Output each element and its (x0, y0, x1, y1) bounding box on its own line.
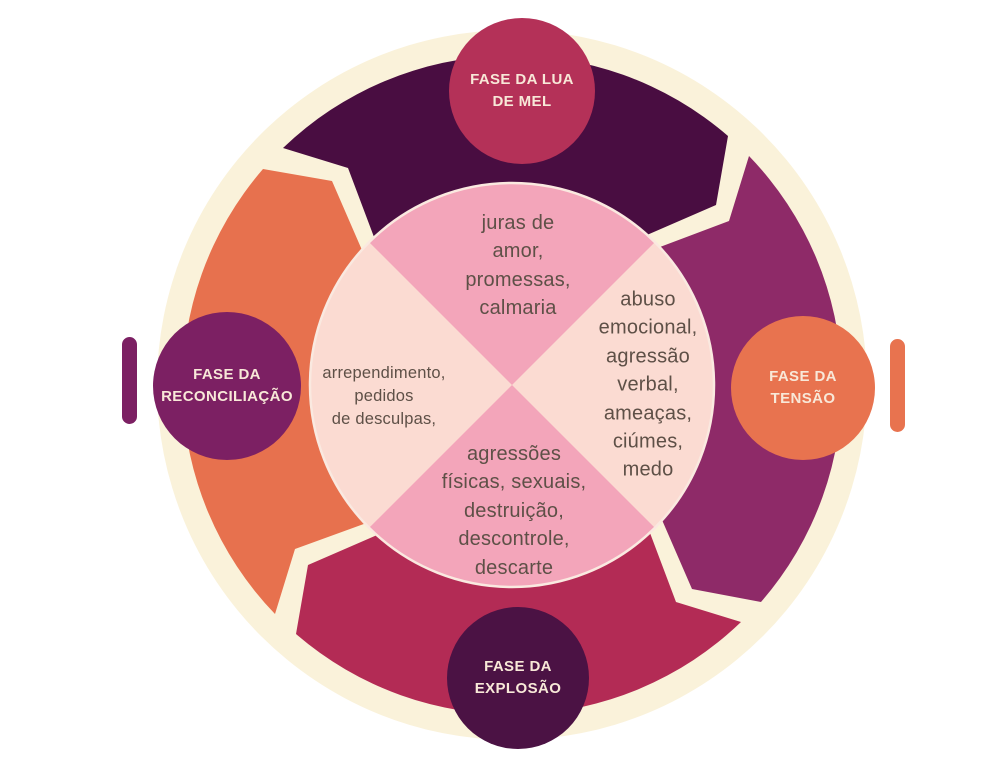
badge-reconciliation-label: FASE DA RECONCILIAÇÃO (161, 365, 293, 406)
reconciliation-description: arrependimento, pedidos de desculpas, (322, 363, 446, 428)
badge-explosion: FASE DA EXPLOSÃO (447, 607, 589, 749)
badge-explosion-label: FASE DA EXPLOSÃO (474, 657, 562, 698)
badge-honeymoon-label: FASE DA LUA DE MEL (470, 70, 574, 111)
honeymoon-description: juras de amor, promessas, calmaria (465, 212, 571, 320)
badge-reconciliation: FASE DA RECONCILIAÇÃO (153, 312, 301, 460)
left-accent-bar (122, 337, 137, 424)
explosion-description: agressões físicas, sexuais, destruição, … (441, 443, 587, 579)
inner-wedge-bottom (369, 385, 655, 587)
badge-tension: FASE DA TENSÃO (731, 316, 875, 460)
badge-honeymoon: FASE DA LUA DE MEL (449, 18, 595, 164)
inner-wedge-top (369, 183, 655, 385)
right-accent-bar (890, 339, 905, 432)
inner-circle-outline (308, 181, 716, 589)
badge-tension-label: FASE DA TENSÃO (769, 367, 837, 408)
tension-description: abuso emocional, agressão verbal, ameaça… (598, 288, 698, 481)
